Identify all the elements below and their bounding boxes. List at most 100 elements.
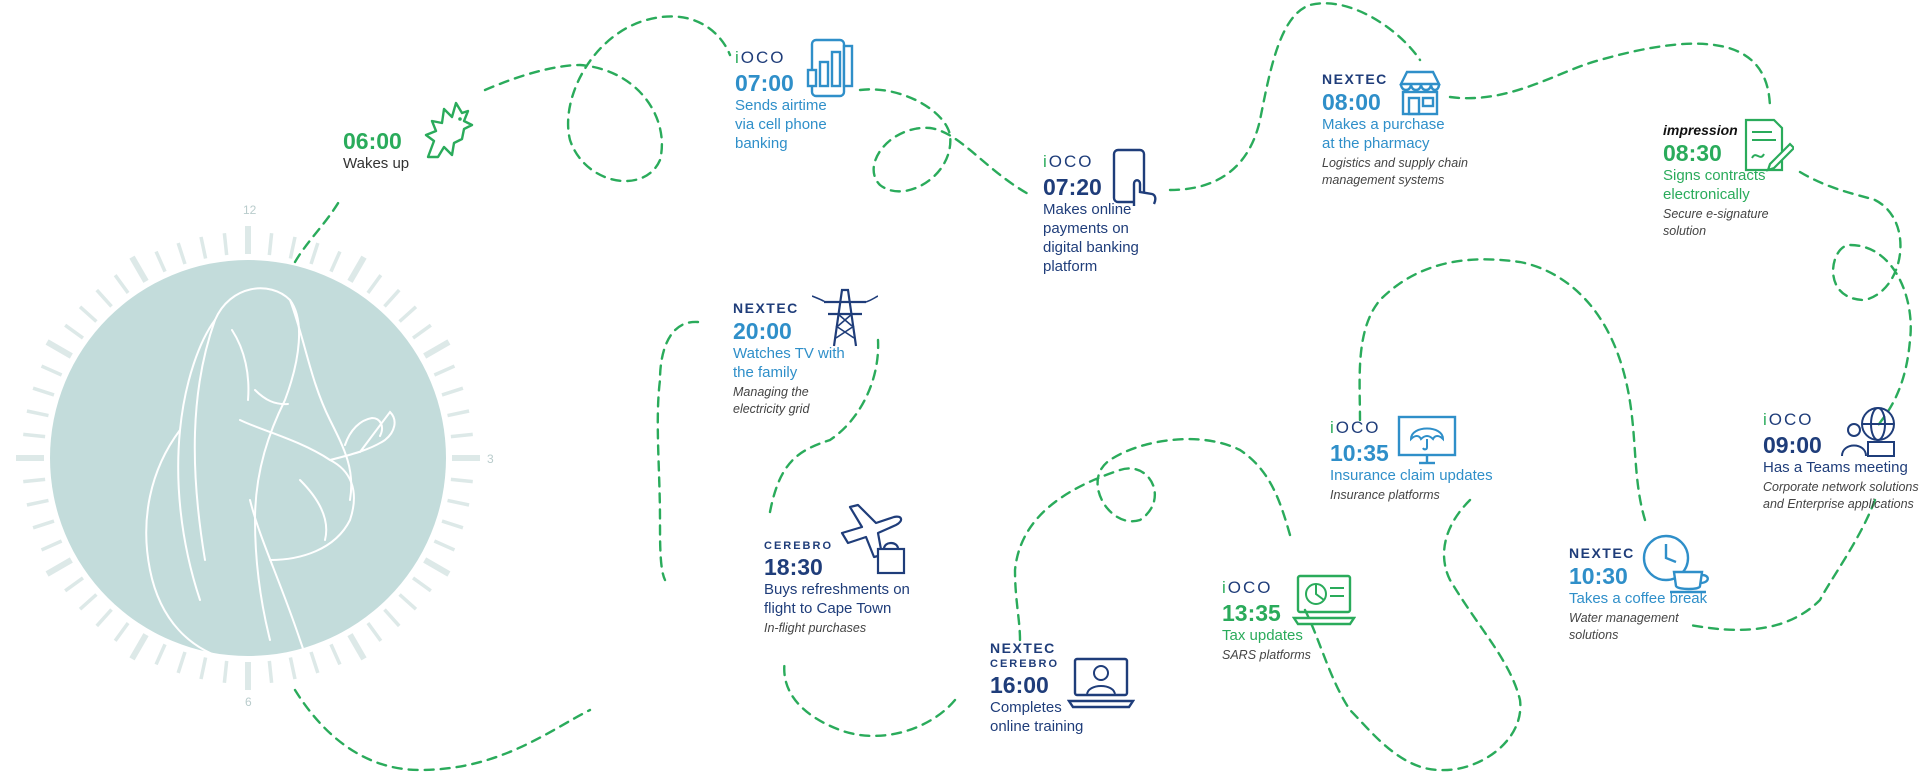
- clock-tick: [222, 233, 229, 256]
- clock-tick: [441, 519, 464, 530]
- event-activity: Takes a coffee break: [1569, 590, 1708, 607]
- clock-tick: [267, 660, 274, 683]
- rooster-icon: [424, 101, 474, 159]
- event-time: 13:35: [1222, 600, 1281, 626]
- clock-tick: [366, 274, 383, 294]
- clock-tick: [450, 432, 473, 439]
- clock-tick: [26, 498, 49, 507]
- clock-tick: [288, 657, 297, 680]
- nextec-logo: NEXTEC: [1569, 545, 1635, 561]
- clock-tick: [199, 657, 208, 680]
- ioco-logo: iOCO: [735, 48, 786, 67]
- clock-tick: [309, 242, 320, 265]
- event-time: 07:00: [735, 70, 794, 96]
- event-activity: Watches TV with the family: [733, 345, 845, 381]
- event-time: 08:00: [1322, 89, 1381, 115]
- event-detail: Managing the electricity grid: [733, 385, 810, 416]
- clock-face: [50, 260, 446, 656]
- clock-tick: [154, 643, 167, 666]
- clock-tick: [447, 498, 470, 507]
- clock-tick: [433, 539, 456, 552]
- event-0720: iOCO 07:20 Makes online payments on digi…: [1043, 152, 1139, 276]
- phone-touch-icon: [1112, 148, 1157, 206]
- clock-tick: [113, 274, 130, 294]
- event-activity: Makes a purchase at the pharmacy: [1322, 116, 1445, 152]
- clock-tick: [40, 539, 63, 552]
- clock-tick: [347, 255, 367, 283]
- contract-signature-icon: [1744, 118, 1794, 172]
- event-0700: iOCO 07:00 Sends airtime via cell phone …: [735, 48, 827, 153]
- event-1335: iOCO 13:35 Tax updates SARS platforms: [1222, 578, 1311, 664]
- nextec-logo: NEXTEC: [990, 640, 1056, 656]
- event-detail: Logistics and supply chain management sy…: [1322, 156, 1468, 187]
- event-activity: Sends airtime via cell phone banking: [735, 97, 827, 152]
- event-time: 10:35: [1330, 440, 1389, 466]
- event-activity: Completes online training: [990, 699, 1084, 735]
- event-detail: Water management solutions: [1569, 611, 1679, 642]
- clock-ticks: [16, 226, 480, 690]
- clock-tick: [113, 622, 130, 642]
- cerebro-logo: CEREBRO: [990, 658, 1060, 670]
- event-0830: impression 08:30 Signs contracts electro…: [1663, 122, 1769, 240]
- ioco-logo-rest: OCO: [740, 48, 786, 67]
- event-time: 08:30: [1663, 140, 1722, 166]
- clock-tick: [309, 651, 320, 674]
- event-detail: Insurance platforms: [1330, 488, 1440, 502]
- event-activity: Signs contracts electronically: [1663, 167, 1766, 203]
- event-0600: 06:00 Wakes up: [343, 128, 409, 173]
- clock-tick: [95, 288, 113, 308]
- storefront-icon: [1399, 70, 1441, 116]
- clock-tick: [129, 255, 149, 283]
- event-time: 10:30: [1569, 563, 1628, 589]
- ioco-logo: iOCO: [1763, 410, 1814, 429]
- clock-tick: [423, 557, 451, 577]
- event-detail: Corporate network solutions and Enterpri…: [1763, 480, 1919, 511]
- clock-tick: [176, 242, 187, 265]
- clock-number-6: 6: [245, 695, 252, 709]
- ioco-logo: iOCO: [1222, 578, 1273, 597]
- clock-tick: [78, 305, 98, 323]
- airplane-bag-icon: [840, 503, 906, 575]
- clock-tick: [383, 288, 401, 308]
- clock-tick: [40, 364, 63, 377]
- clock-tick: [329, 643, 342, 666]
- clock-tick: [398, 593, 418, 611]
- nextec-logo: NEXTEC: [733, 300, 799, 316]
- clock-tick: [45, 339, 73, 359]
- event-time: 07:20: [1043, 174, 1102, 200]
- clock-tick: [329, 250, 342, 273]
- event-1830: CEREBRO 18:30 Buys refreshments on fligh…: [764, 540, 910, 637]
- event-time: 16:00: [990, 672, 1049, 698]
- clock-tick: [222, 660, 229, 683]
- clock-tick: [423, 339, 451, 359]
- event-activity: Buys refreshments on flight to Cape Town: [764, 581, 910, 617]
- clock-tick: [412, 576, 432, 593]
- clock-tick: [45, 557, 73, 577]
- cerebro-logo: CEREBRO: [764, 540, 834, 552]
- ioco-logo-rest: OCO: [1048, 152, 1094, 171]
- clock-tick: [129, 633, 149, 661]
- clock-tick: [23, 477, 46, 484]
- clock-tick: [32, 386, 55, 397]
- clock-tick: [347, 633, 367, 661]
- clock-tick: [441, 386, 464, 397]
- event-activity: Has a Teams meeting: [1763, 459, 1908, 476]
- event-detail: Secure e-signature solution: [1663, 207, 1769, 238]
- event-1035: iOCO 10:35 Insurance claim updates Insur…: [1330, 418, 1493, 504]
- clock-tick: [450, 477, 473, 484]
- ioco-logo: iOCO: [1330, 418, 1381, 437]
- clock-tick: [199, 236, 208, 259]
- ioco-logo: iOCO: [1043, 152, 1094, 171]
- event-1600: NEXTEC CEREBRO 16:00 Completes online tr…: [990, 640, 1083, 736]
- clock-coffee-icon: [1642, 534, 1709, 594]
- event-detail: In-flight purchases: [764, 621, 867, 635]
- clock-tick: [23, 432, 46, 439]
- event-time: 06:00: [343, 128, 402, 154]
- woman-line-illustration: [145, 287, 396, 711]
- event-0900: iOCO 09:00 Has a Teams meeting Corporate…: [1763, 410, 1919, 513]
- event-time: 18:30: [764, 554, 823, 580]
- event-activity: Wakes up: [343, 155, 410, 172]
- clock-tick: [412, 323, 432, 340]
